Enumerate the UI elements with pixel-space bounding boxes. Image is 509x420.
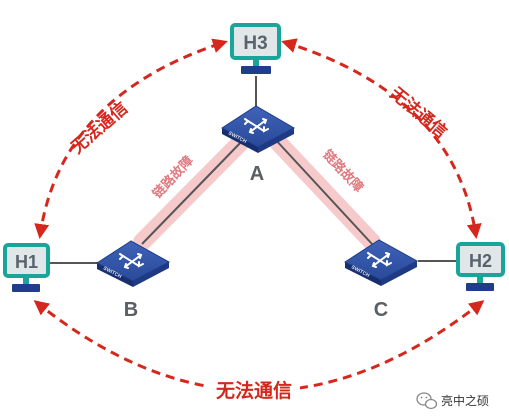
switch-a-side [222,128,258,153]
switch-a: SWITCH A [221,105,296,185]
host-h3-label: H3 [243,33,267,54]
watermark-text: 亮中之硕 [441,393,489,408]
no-communication-label-h1-h2-backing [208,377,300,403]
host-h3-stand [253,58,259,66]
host-h1-label: H1 [15,252,38,272]
switch-b-front [133,262,169,287]
host-h2-stand [477,275,483,283]
switch-c: SWITCH C [343,239,419,321]
host-h3-base [241,66,271,74]
link-a-b [141,137,246,245]
host-h1-stand [23,276,29,284]
switch-c-front [381,261,417,286]
no-communication-arc-h3-h2 [281,38,482,239]
no-communication-arc-h1-h3 [34,38,228,239]
no-communication-label-h1-h2: 无法通信 [216,379,292,402]
host-h2: H2 [456,242,505,291]
watermark: 亮中之硕 [416,392,489,410]
host-h2-label: H2 [469,251,492,271]
switch-b-arrows-icon [119,253,144,269]
switch-a-arrows-icon [244,118,269,134]
wechat-icon [416,392,438,410]
host-h3: H3 [230,23,281,74]
switch-b-side [97,263,133,287]
host-h1-base [12,284,40,292]
switch-c-side [345,262,381,286]
switch-c-arrows-icon [367,252,392,268]
switch-a-front [258,128,294,153]
switch-b-label: B [124,299,138,321]
link-a-c [273,137,373,245]
switch-a-label: A [250,163,264,185]
host-h1: H1 [3,243,50,292]
no-communication-label-h3-h2: 无法通信 [385,82,451,142]
no-communication-label-h1-h3: 无法通信 [66,98,132,159]
host-h2-base [466,283,494,291]
switch-b: SWITCH B [95,240,171,321]
switch-c-label: C [374,299,388,321]
